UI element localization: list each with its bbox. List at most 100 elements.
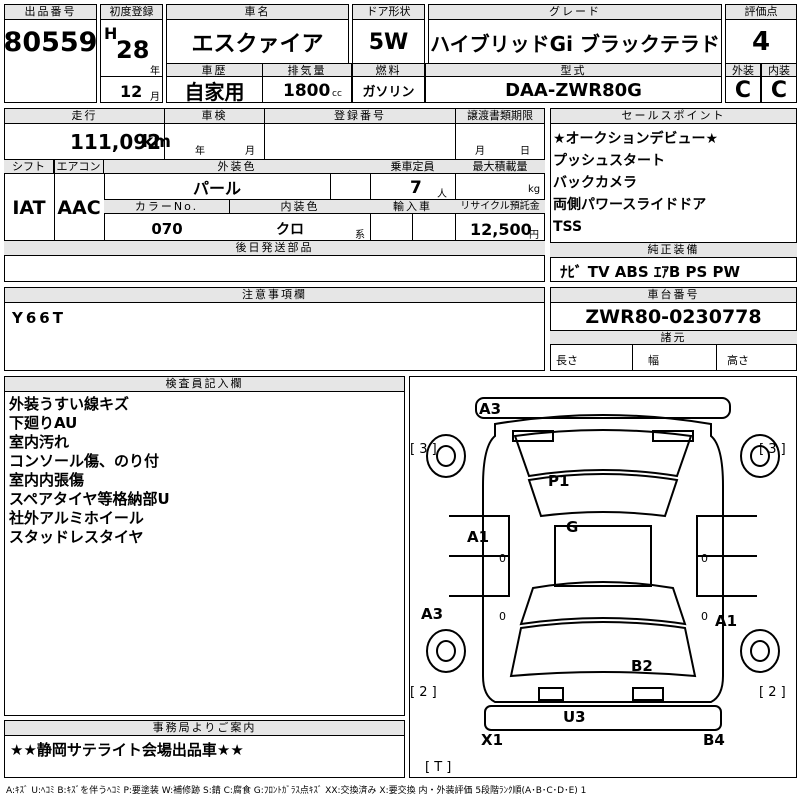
zero-left-rear: 0	[499, 610, 506, 623]
first-reg-label: 初度登録	[100, 4, 163, 20]
mark-a3-rear: A3	[421, 605, 443, 623]
intcolor-value: クロ	[276, 222, 304, 238]
sales-item: ★オークションデビュー★	[553, 131, 719, 147]
shift-value: IAT	[12, 197, 46, 219]
year-unit: 年	[150, 66, 160, 77]
int-value: C	[770, 77, 788, 103]
grade-value: ハイブリッドGi ブラックテラド	[430, 31, 720, 56]
inspector-item: 外装うすい線キズ	[9, 395, 130, 413]
inspector-item: コンソール傷、のり付	[9, 452, 160, 470]
insp-year-unit: 年	[195, 146, 205, 157]
office-value: ★★静岡サテライト会場出品車★★	[10, 741, 244, 759]
mileage-label: 走行	[4, 108, 165, 124]
lot-label: 出品番号	[4, 4, 97, 20]
door-label: ドア形状	[352, 4, 425, 20]
int-label: 内装	[761, 63, 797, 77]
width-label: 幅	[648, 354, 659, 367]
disp-unit: cc	[332, 89, 342, 99]
intcolor-label: 内装色	[230, 200, 370, 214]
mileage-unit: km	[142, 132, 172, 152]
mileage-value: 111,092	[70, 130, 162, 154]
fuel-label: 燃料	[352, 63, 425, 77]
doc-month-unit: 月	[475, 146, 485, 157]
mark-x1: X1	[481, 731, 503, 749]
capacity-value: 7	[410, 178, 422, 198]
load-label: 最大積載量	[455, 160, 545, 174]
sales-item: 両側パワースライドドア	[553, 197, 707, 213]
era: H	[104, 24, 118, 43]
door-value: 5W	[368, 29, 409, 55]
equip-label: 純正装備	[550, 242, 797, 258]
month: 12	[120, 82, 143, 101]
inspector-item: 室内汚れ	[9, 433, 70, 451]
mark-b2: B2	[631, 657, 653, 675]
chassis-value: ZWR80-0230778	[585, 306, 762, 328]
mark-a1-right: A1	[715, 612, 737, 630]
capacity-unit: 人	[437, 189, 447, 200]
tire-front-right: [ 3 ]	[759, 442, 786, 457]
tire-front-left: [ 3 ]	[410, 442, 437, 457]
import-label: 輸入車	[370, 200, 455, 214]
disp-value: 1800	[283, 81, 331, 101]
sales-label: セールスポイント	[550, 108, 797, 124]
disp-label: 排気量	[262, 63, 352, 77]
inspector-item: スタッドレスタイヤ	[9, 528, 144, 546]
damage-diagram-box	[409, 376, 797, 778]
intcolor-unit: 系	[355, 230, 365, 241]
ext-value: C	[734, 77, 752, 103]
ext-label: 外装	[725, 63, 761, 77]
year: 28	[116, 36, 150, 64]
reg-label: 登録番号	[264, 108, 456, 124]
capacity-label: 乗車定員	[370, 160, 455, 174]
car-name: エスクァイア	[191, 32, 324, 57]
equip-value: ﾅﾋﾞ TV ABS ｴｱB PS PW	[560, 263, 741, 281]
history-value: 自家用	[184, 79, 245, 104]
car-diagram: A3 P1 G A1 A3 A1 B2 U3 X1 B4 [ 3 ] [ 3 ]…	[410, 397, 786, 775]
shift-label: シフト	[4, 160, 54, 174]
color-value: パール	[192, 179, 241, 198]
colorno-value: 070	[151, 220, 183, 238]
notes-label: 注意事項欄	[4, 287, 545, 303]
inspector-label: 検査員記入欄	[4, 376, 405, 392]
tire-rear-right: [ 2 ]	[759, 685, 786, 700]
month-unit: 月	[150, 92, 160, 103]
inspector-item: 下廻りAU	[9, 414, 78, 432]
notes-value: Y66T	[12, 309, 66, 327]
recycle-value: 12,500	[470, 220, 532, 239]
sales-list: ★オークションデビュー★ プッシュスタート バックカメラ 両側パワースライドドア…	[553, 128, 718, 238]
insp-month-unit: 月	[245, 146, 255, 157]
load-unit: kg	[528, 184, 541, 195]
score-value: 4	[751, 27, 771, 57]
tire-rear-left: [ 2 ]	[410, 685, 437, 700]
color-label: 外装色	[104, 160, 370, 174]
history-label: 車歴	[166, 63, 263, 77]
model-label: 型式	[425, 63, 722, 77]
zero-left: 0	[499, 552, 506, 565]
grade-label: グレード	[428, 4, 722, 20]
doc-label: 譲渡書類期限	[455, 108, 545, 124]
mark-p1: P1	[548, 472, 569, 490]
model-value: DAA-ZWR80G	[505, 79, 642, 101]
sales-item: バックカメラ	[553, 175, 637, 191]
spec-label: 諸元	[550, 330, 797, 345]
lot-number: 80559	[3, 26, 98, 58]
inspector-item: 社外アルミホイール	[9, 509, 144, 527]
zero-right-rear: 0	[701, 610, 708, 623]
chassis-label: 車台番号	[550, 287, 797, 303]
legend-text: A:ｷｽﾞ U:ﾍｺﾐ B:ｷｽﾞを伴うﾍｺﾐ P:要塗装 W:補修跡 S:錆 …	[6, 786, 587, 796]
mark-g: G	[566, 518, 578, 536]
car-name-label: 車名	[166, 4, 349, 20]
later-parts-label: 後日発送部品	[4, 240, 545, 256]
inspector-list: 外装うすい線キズ 下廻りAU 室内汚れ コンソール傷、のり付 室内内張傷 スペア…	[9, 395, 170, 547]
mark-u3: U3	[563, 708, 586, 726]
height-label: 高さ	[727, 354, 749, 367]
mark-a3-front: A3	[479, 400, 501, 418]
colorno-label: カラーNo.	[104, 200, 230, 214]
recycle-unit: 円	[529, 230, 539, 241]
office-label: 事務局よりご案内	[4, 720, 405, 736]
ac-value: AAC	[57, 197, 101, 219]
mark-b4: B4	[703, 731, 725, 749]
tire-spare: [ T ]	[425, 760, 451, 775]
inspector-item: スペアタイヤ等格納部U	[9, 490, 170, 508]
ac-label: エアコン	[54, 160, 104, 174]
